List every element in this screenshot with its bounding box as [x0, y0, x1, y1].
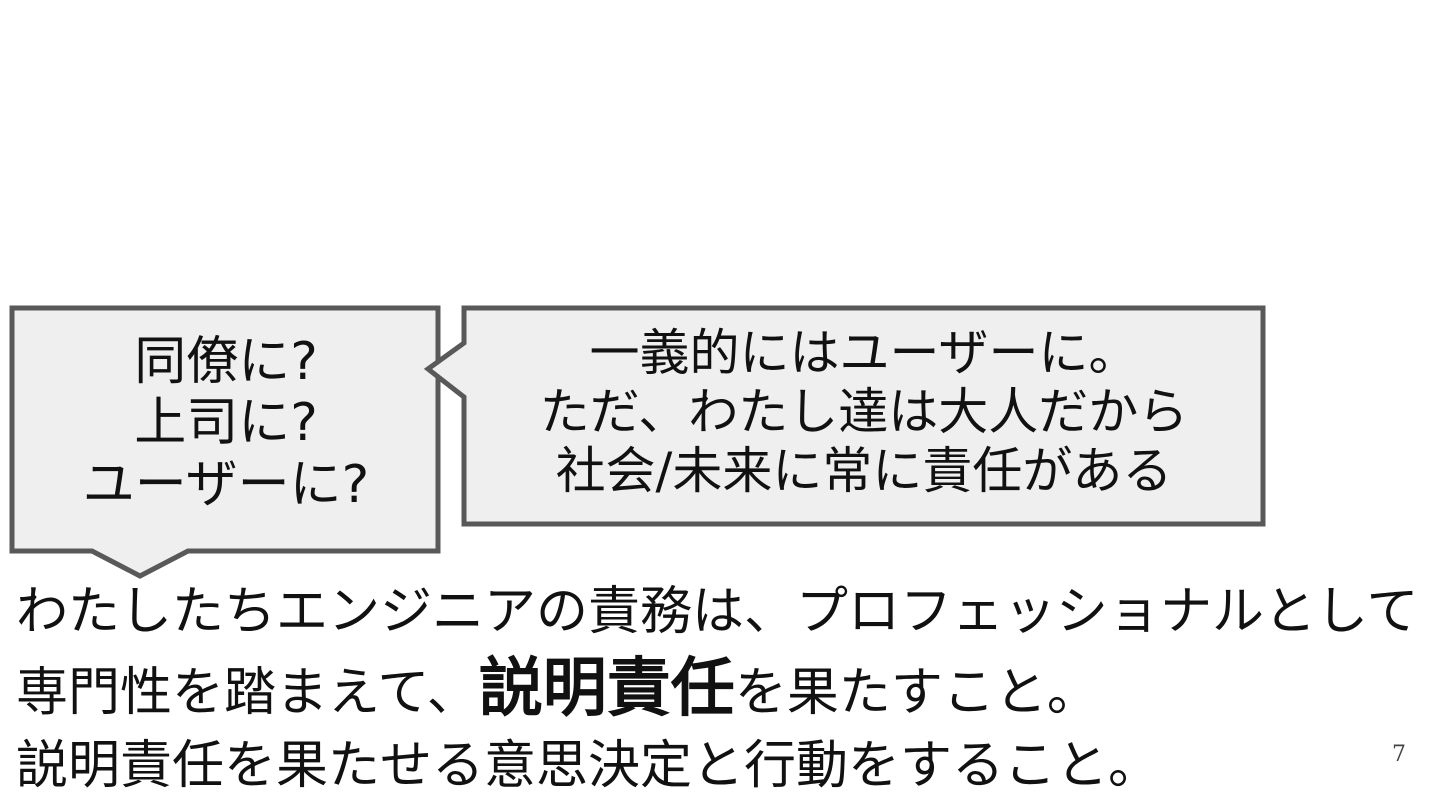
callout-left-text: 同僚に? 上司に? ユーザーに? [14, 332, 438, 516]
callout-left-line: 同僚に? [134, 332, 318, 392]
callout-right-text: 一義的にはユーザーに。 ただ、わたし達は大人だから 社会/未来に常に責任がある [466, 324, 1262, 501]
callout-right-line: ただ、わたし達は大人だから [539, 383, 1189, 441]
body-text: わたしたちエンジニアの責務は、プロフェッショナルとして 専門性を踏まえて、説明責… [16, 578, 1419, 801]
callout-right-line: 社会/未来に常に責任がある [555, 442, 1173, 500]
callout-left-line: ユーザーに? [82, 454, 370, 515]
page-number: 7 [1392, 742, 1406, 767]
body-line-1: わたしたちエンジニアの責務は、プロフェッショナルとして [16, 582, 1419, 642]
body-line-2-prefix: 専門性を踏まえて、 [16, 663, 479, 724]
callout-right-line: 一義的にはユーザーに。 [589, 324, 1139, 382]
emphasis-accountability: 説明責任 [478, 652, 735, 727]
callout-left-line: 上司に? [134, 393, 318, 454]
body-line-2-suffix: を果たすこと。 [734, 663, 1099, 724]
body-line-3: 説明責任を果たせる意思決定と行動をすること。 [16, 736, 1161, 797]
body-line-2: 専門性を踏まえて、説明責任を果たすこと。 [16, 647, 1416, 732]
